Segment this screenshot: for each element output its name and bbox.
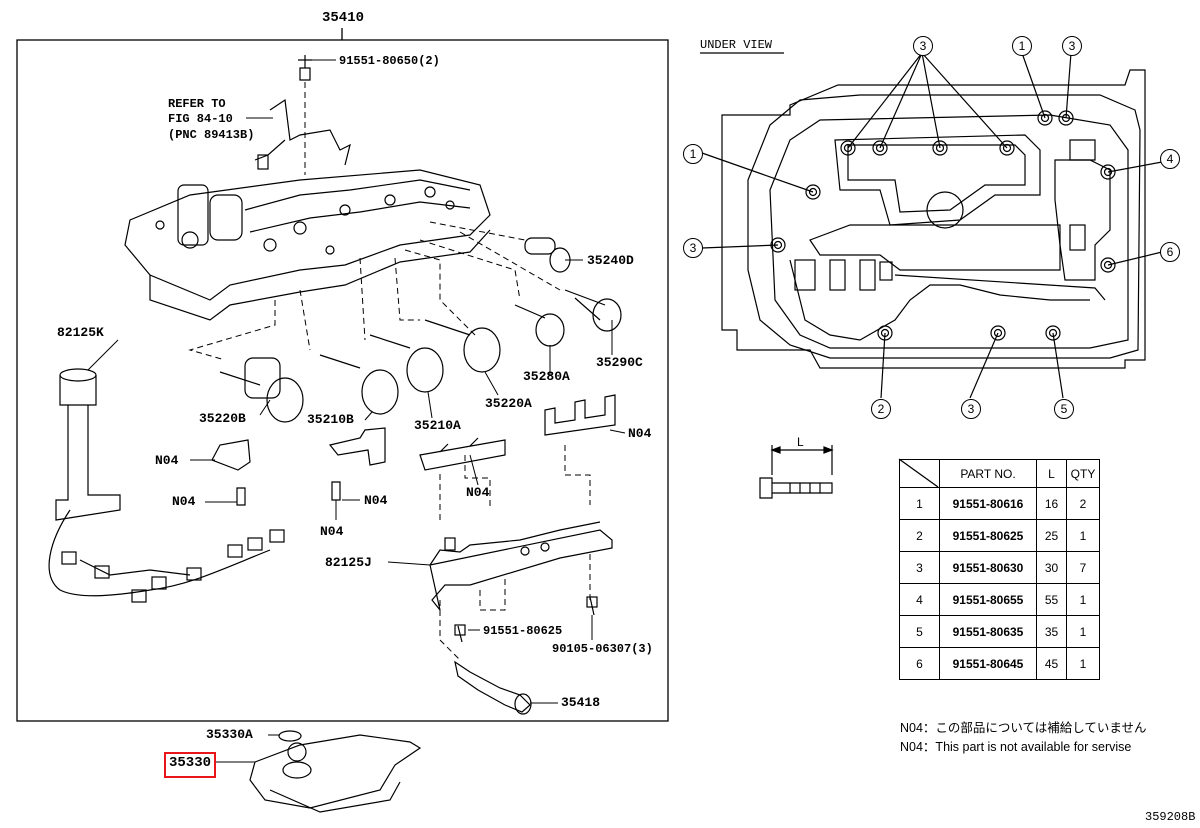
callout-circle: 2 [871, 399, 891, 419]
note-english: N04：This part is not available for servi… [900, 740, 1132, 754]
row-length: 55 [1036, 583, 1067, 616]
callout-circle: 4 [1160, 149, 1180, 169]
row-qty: 1 [1066, 583, 1100, 616]
label-35280a[interactable]: 35280A [523, 369, 570, 384]
row-part[interactable]: 91551-80635 [939, 615, 1037, 648]
label-n04-b[interactable]: N04 [172, 494, 196, 509]
assembly-label[interactable]: 35410 [322, 10, 365, 26]
assembly-frame [16, 39, 669, 722]
table-row: 1 91551-80616 16 2 [899, 487, 1100, 520]
label-35330[interactable]: 35330 [169, 755, 212, 771]
label-bolt-90105[interactable]: 90105-06307(3) [552, 642, 653, 656]
row-length: 45 [1036, 647, 1067, 680]
table-header-qty: QTY [1066, 459, 1100, 488]
part-35330-drawing [249, 730, 422, 813]
bracket-drawings [211, 394, 616, 506]
label-n04-e[interactable]: N04 [466, 485, 490, 500]
table-header-row: PART NO. L QTY [899, 459, 1100, 488]
callout-circle: 1 [683, 144, 703, 164]
row-length: 16 [1036, 487, 1067, 520]
table-row: 6 91551-80645 45 1 [899, 647, 1100, 680]
harness-82125j-drawing [429, 521, 613, 643]
table-header-part: PART NO. [939, 459, 1037, 488]
row-length: 35 [1036, 615, 1067, 648]
part-35418-drawing [454, 660, 532, 715]
callout-circle: 3 [1062, 36, 1082, 56]
row-qty: 1 [1066, 615, 1100, 648]
row-part[interactable]: 91551-80655 [939, 583, 1037, 616]
row-qty: 7 [1066, 551, 1100, 584]
refer-line-2[interactable]: FIG 84-10 [168, 112, 233, 126]
note-japanese: N04：この部品については補給していません [900, 721, 1147, 735]
label-n04-c[interactable]: N04 [364, 493, 388, 508]
table-header-l: L [1036, 459, 1067, 488]
bolt-sockets [770, 110, 1116, 341]
row-part[interactable]: 91551-80645 [939, 647, 1037, 680]
label-35210b[interactable]: 35210B [307, 412, 354, 427]
row-index: 1 [899, 487, 940, 520]
row-index: 3 [899, 551, 940, 584]
row-part[interactable]: 91551-80616 [939, 487, 1037, 520]
under-view-label: UNDER VIEW [700, 38, 773, 52]
label-35418[interactable]: 35418 [561, 695, 601, 710]
table-row: 4 91551-80655 55 1 [899, 583, 1100, 616]
callout-circle: 6 [1160, 242, 1180, 262]
row-qty: 2 [1066, 487, 1100, 520]
callout-circle: 3 [913, 36, 933, 56]
harness-82125k-drawing [48, 368, 285, 603]
label-n04-d[interactable]: N04 [320, 524, 344, 539]
row-length: 30 [1036, 551, 1067, 584]
bolt-length-drawing [759, 445, 834, 499]
label-82125k[interactable]: 82125K [57, 325, 104, 340]
callout-circle: 1 [1012, 36, 1032, 56]
label-35220a[interactable]: 35220A [485, 396, 532, 411]
label-n04-f[interactable]: N04 [628, 426, 652, 441]
row-index: 2 [899, 519, 940, 552]
row-qty: 1 [1066, 519, 1100, 552]
callout-circle: 3 [961, 399, 981, 419]
row-part[interactable]: 91551-80625 [939, 519, 1037, 552]
label-35210a[interactable]: 35210A [414, 418, 461, 433]
label-35240d[interactable]: 35240D [587, 253, 634, 268]
callout-circle: 5 [1054, 399, 1074, 419]
row-part[interactable]: 91551-80630 [939, 551, 1037, 584]
bolt-length-label: L [797, 435, 804, 449]
figure-code: 359208B [1145, 810, 1196, 824]
label-bolt-top[interactable]: 91551-80650(2) [339, 54, 440, 68]
row-index: 6 [899, 647, 940, 680]
bolt-parts-table: PART NO. L QTY 1 91551-80616 16 2 2 9155… [899, 459, 1100, 680]
row-qty: 1 [1066, 647, 1100, 680]
label-35330a[interactable]: 35330A [206, 727, 253, 742]
label-82125j[interactable]: 82125J [325, 555, 372, 570]
label-35290c[interactable]: 35290C [596, 355, 643, 370]
refer-line-3: (PNC 89413B) [168, 128, 255, 142]
row-index: 4 [899, 583, 940, 616]
under-view-drawing [700, 52, 1163, 399]
label-bolt-91551-80625[interactable]: 91551-80625 [483, 624, 563, 638]
callout-circle: 3 [683, 238, 703, 258]
highlight-box [164, 752, 216, 778]
label-n04-a[interactable]: N04 [155, 453, 179, 468]
table-header-corner [899, 459, 940, 488]
table-row: 2 91551-80625 25 1 [899, 519, 1100, 552]
table-row: 3 91551-80630 30 7 [899, 551, 1100, 584]
label-35220b[interactable]: 35220B [199, 411, 246, 426]
refer-line-1: REFER TO [168, 97, 226, 111]
row-length: 25 [1036, 519, 1067, 552]
table-row: 5 91551-80635 35 1 [899, 615, 1100, 648]
valve-body-drawing [124, 55, 491, 321]
row-index: 5 [899, 615, 940, 648]
